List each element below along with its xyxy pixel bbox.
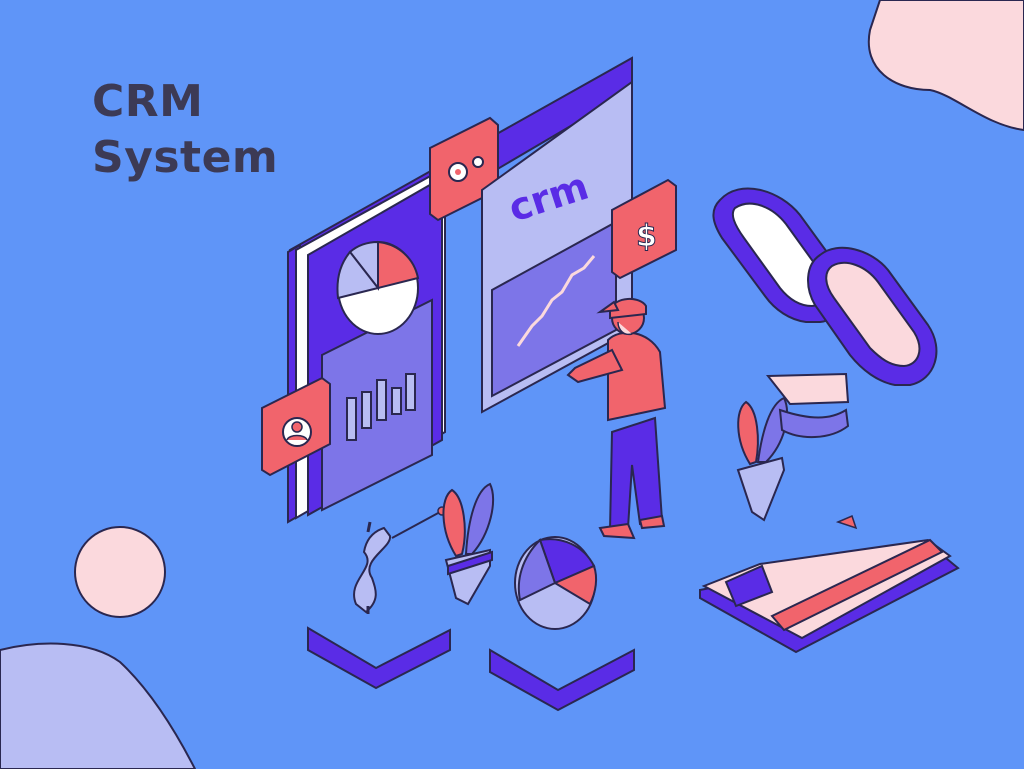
dollar-badge xyxy=(611,178,677,280)
chevron-right xyxy=(489,648,635,712)
gear-icon xyxy=(448,156,484,182)
circle-left xyxy=(74,526,166,618)
dollar-sign-icon xyxy=(353,506,447,614)
curved-shape xyxy=(778,408,850,439)
blob-bottom-left xyxy=(0,642,197,769)
plant-icon-right xyxy=(736,396,789,522)
bar-chart-icon xyxy=(346,373,416,441)
chevron-left xyxy=(307,626,451,690)
title-line-2: System xyxy=(92,132,279,183)
link-chain-icon xyxy=(712,187,938,386)
crm-screen xyxy=(481,80,633,414)
flag-shape xyxy=(765,372,850,406)
dollar-icon: $ xyxy=(636,219,657,254)
user-icon xyxy=(282,417,312,447)
credit-card-icon xyxy=(699,538,960,654)
small-shard xyxy=(835,514,858,530)
plant-icon-center xyxy=(442,482,495,606)
page-title: CRM System xyxy=(92,74,278,186)
person xyxy=(566,298,667,540)
user-badge xyxy=(261,376,331,477)
pie-chart-icon xyxy=(336,240,420,335)
title-line-1: CRM xyxy=(92,76,204,127)
blob-top-right xyxy=(867,0,1024,132)
line-chart-icon xyxy=(516,255,596,347)
pie-chart-icon-small xyxy=(514,536,598,630)
